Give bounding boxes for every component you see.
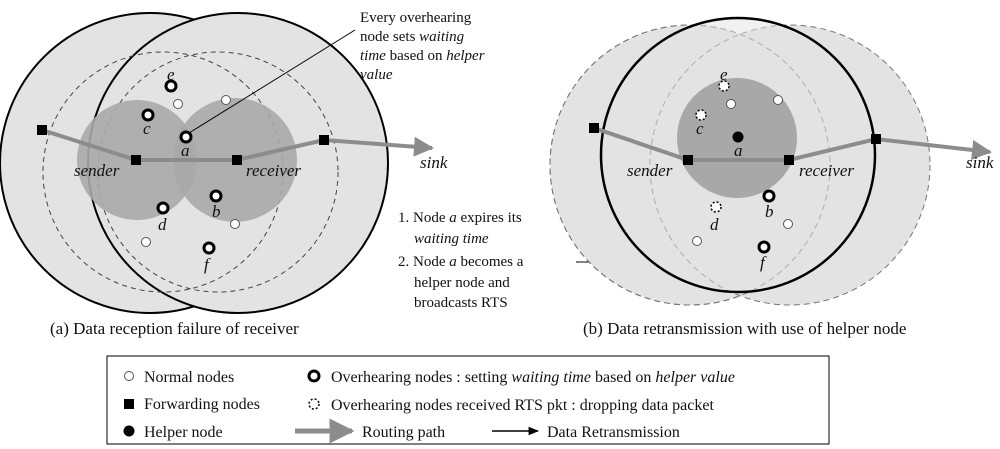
forwarding-node (319, 135, 329, 145)
rts-node-c (695, 109, 707, 121)
node-label-b: b (765, 202, 774, 221)
node-label-e: e (720, 65, 728, 84)
legend-routing-label: Routing path (362, 424, 445, 441)
legend-box (106, 355, 830, 445)
node-label-c: c (143, 119, 151, 138)
legend-overhearing-label: Overhearing nodes : setting waiting time… (331, 369, 735, 386)
panel-b: e c a b d f sender receiver sink (b) Dat… (549, 16, 994, 338)
node-label-b: b (212, 202, 221, 221)
normal-node (692, 236, 702, 246)
legend-normal-icon (124, 371, 134, 381)
annotation-leader-a (188, 29, 356, 134)
normal-node (783, 219, 793, 229)
normal-node (230, 219, 240, 229)
forwarding-node-receiver (784, 155, 794, 165)
sink-label-a: sink (420, 153, 448, 172)
overhearing-node-a (179, 130, 193, 144)
panel-a: e c a b d f sender receiver sink Every o… (0, 10, 488, 338)
rts-node-d (710, 201, 722, 213)
node-label-a: a (181, 141, 190, 160)
annotation-a: Every overhearing node sets waiting time… (360, 10, 488, 83)
legend-overhearing-icon (307, 369, 321, 383)
node-label-e: e (167, 65, 175, 84)
overhearing-node-c (141, 108, 155, 122)
node-label-d: d (158, 215, 167, 234)
rts-node-e (718, 80, 730, 92)
legend-rts-label: Overhearing nodes received RTS pkt : dro… (331, 397, 714, 414)
node-label-f: f (760, 253, 767, 272)
normal-node (726, 99, 736, 109)
caption-b: (b) Data retransmission with use of help… (583, 319, 906, 338)
legend-rts-icon (308, 398, 320, 410)
overhearing-node-b (209, 189, 223, 203)
forwarding-node (871, 134, 881, 144)
forwarding-node (589, 123, 599, 133)
sender-label-a: sender (74, 161, 120, 180)
overhearing-node-f (202, 241, 216, 255)
legend-forwarding-icon (124, 399, 134, 409)
legend-retx-label: Data Retransmission (547, 424, 680, 441)
normal-node (141, 237, 151, 247)
step-1: 1. Node a expires its waiting time (398, 210, 526, 247)
legend-helper-label: Helper node (144, 424, 223, 441)
node-label-c: c (696, 119, 704, 138)
overhearing-node-f (757, 240, 771, 254)
node-label-a: a (734, 141, 743, 160)
caption-a: (a) Data reception failure of receiver (50, 319, 299, 338)
overhearing-node-e (164, 79, 178, 93)
overhearing-node-d (156, 201, 170, 215)
step-2: 2. Node a becomes a helper node and broa… (398, 254, 527, 311)
receiver-range-dashed (97, 51, 339, 293)
normal-node (773, 95, 783, 105)
legend-forwarding-label: Forwarding nodes (144, 396, 260, 413)
helper-node-a (732, 131, 744, 143)
forwarding-node-sender (131, 155, 141, 165)
normal-node (173, 99, 183, 109)
legend-normal-label: Normal nodes (144, 369, 234, 386)
forwarding-node-receiver (232, 155, 242, 165)
normal-node (221, 95, 231, 105)
receiver-label-a: receiver (246, 161, 301, 180)
legend: Normal nodes Forwarding nodes Helper nod… (106, 355, 830, 445)
overhearing-node-b (762, 189, 776, 203)
forwarding-node-sender (683, 155, 693, 165)
node-label-d: d (710, 215, 719, 234)
receiver-label-b: receiver (799, 161, 854, 180)
legend-helper-icon (123, 425, 135, 437)
forwarding-node (37, 125, 47, 135)
sink-label-b: sink (966, 153, 994, 172)
sender-label-b: sender (627, 161, 673, 180)
node-label-f: f (204, 255, 211, 274)
